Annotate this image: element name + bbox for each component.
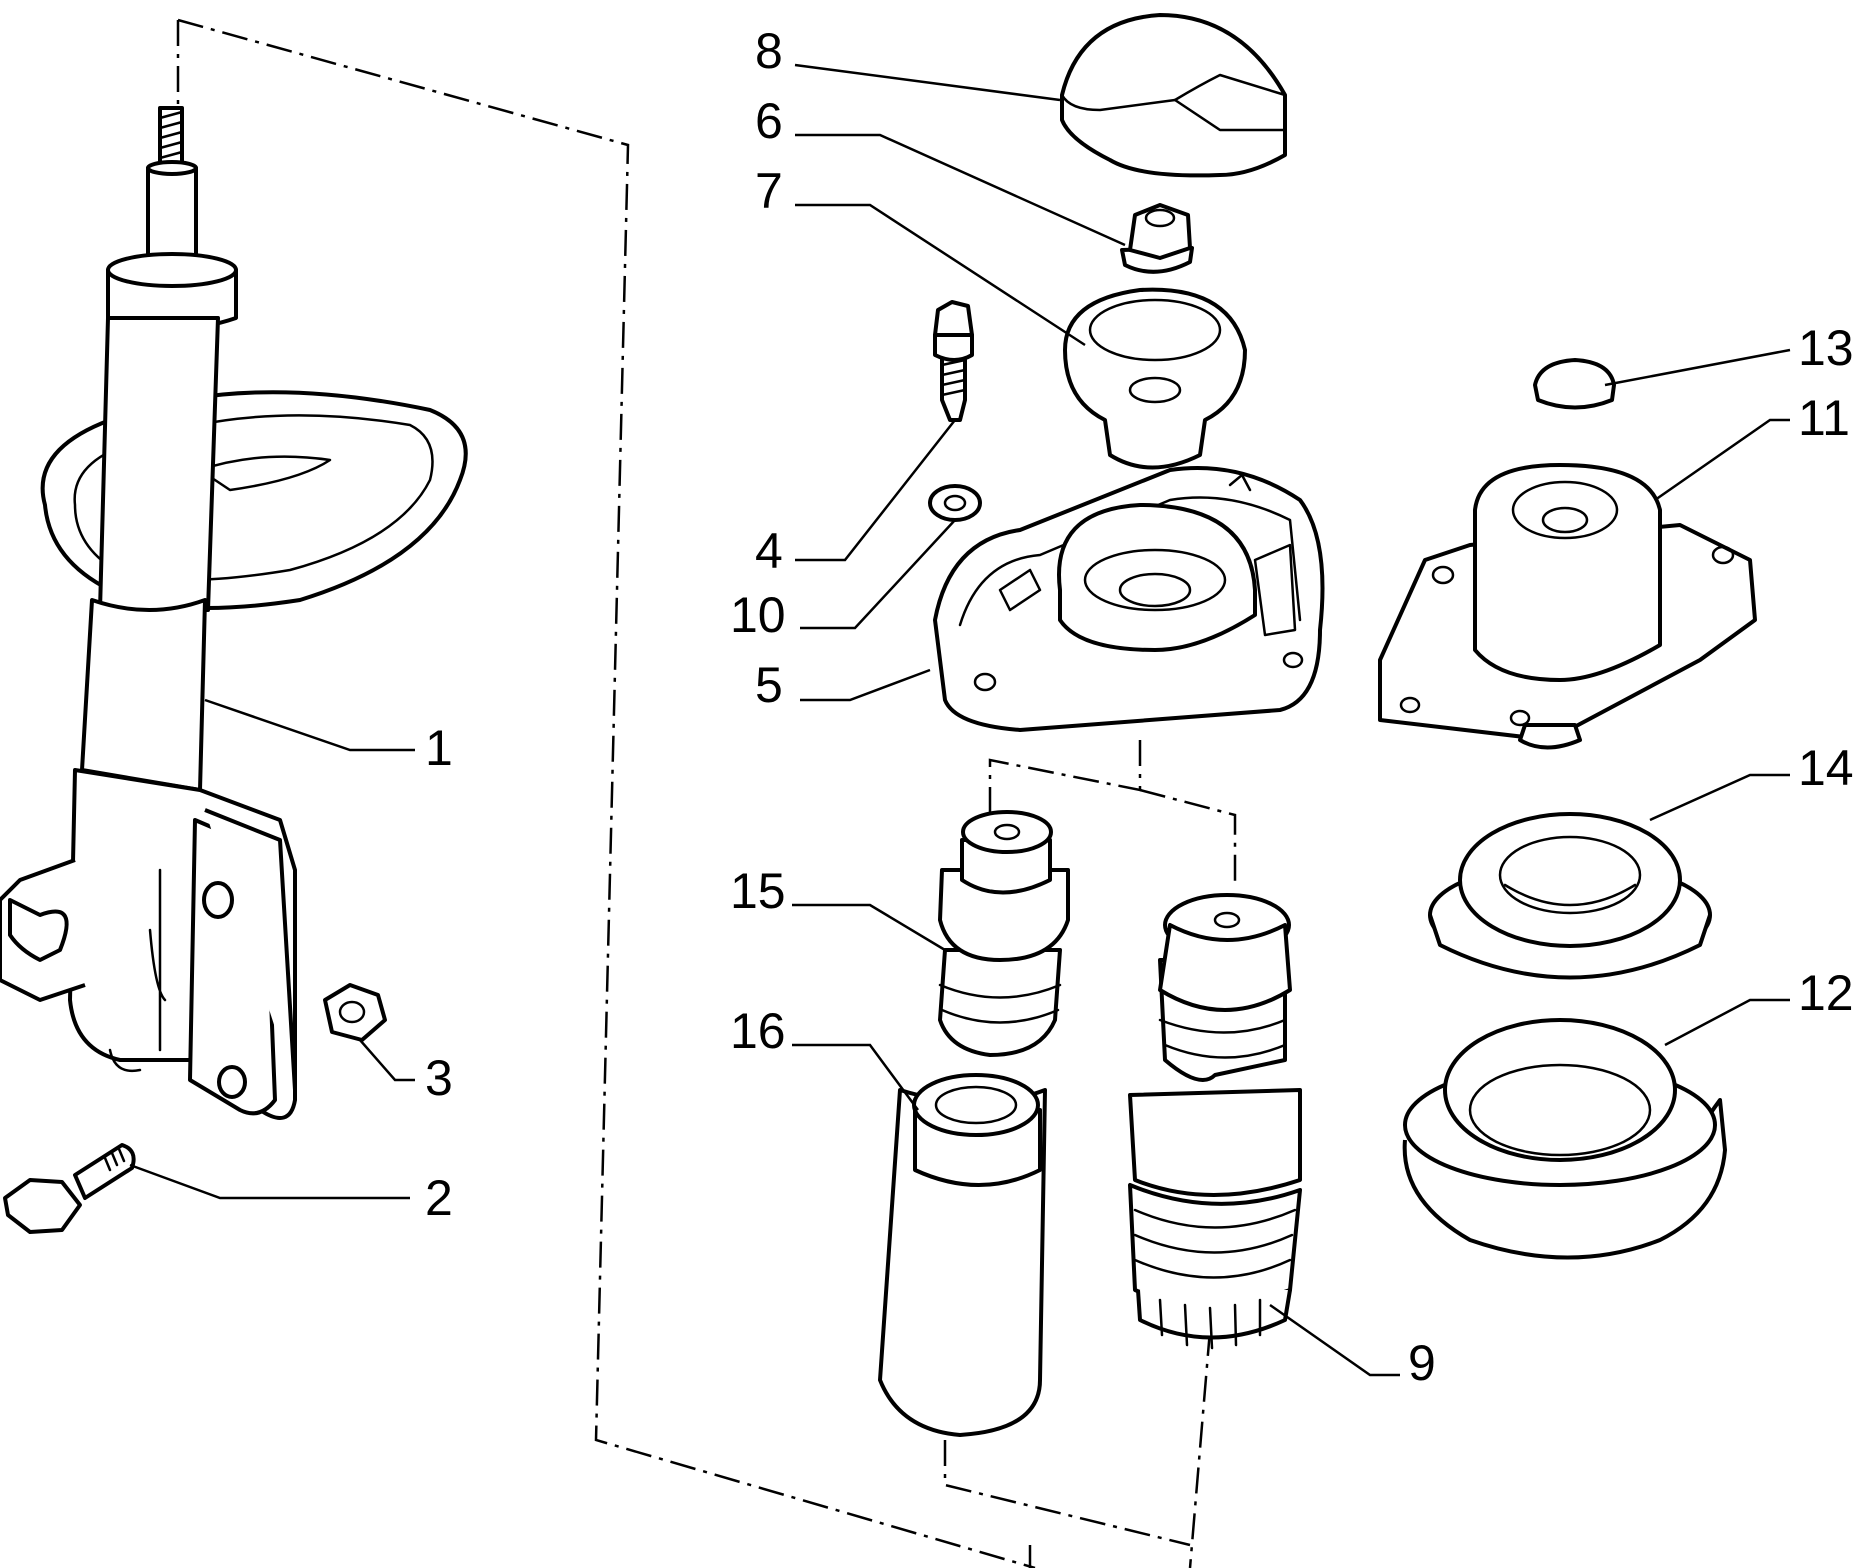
callout-3: 3 <box>425 1050 453 1106</box>
nut-part-3 <box>323 983 387 1042</box>
bump-stop-part-15 <box>938 810 1070 1057</box>
upper-mount-part-5 <box>933 466 1325 732</box>
shock-absorber-strut <box>0 106 468 1120</box>
dust-cover-part-9 <box>1128 893 1302 1350</box>
callout-9: 9 <box>1408 1335 1436 1391</box>
callout-14: 14 <box>1798 740 1854 796</box>
callout-13: 13 <box>1798 320 1854 376</box>
callout-4: 4 <box>755 523 783 579</box>
callout-labels: 1 2 3 8 6 7 4 10 5 13 11 14 12 15 16 9 <box>425 23 1854 1391</box>
flange-nut-part-6 <box>1120 203 1194 274</box>
callout-12: 12 <box>1798 965 1854 1021</box>
callout-7: 7 <box>755 163 783 219</box>
callout-11: 11 <box>1798 390 1850 446</box>
cup-seal-part-7 <box>1063 287 1247 470</box>
callout-8: 8 <box>755 23 783 79</box>
callout-15: 15 <box>730 863 786 919</box>
leader-lines <box>129 63 1791 1377</box>
callout-5: 5 <box>755 657 783 713</box>
washer-part-10 <box>928 484 982 522</box>
callout-2: 2 <box>425 1170 453 1226</box>
upper-mount-part-11 <box>1378 463 1757 750</box>
callout-16: 16 <box>730 1003 786 1059</box>
callout-10: 10 <box>730 587 786 643</box>
callout-1: 1 <box>425 720 453 776</box>
bearing-part-14 <box>1428 812 1712 980</box>
top-cap-part-8 <box>1060 13 1287 178</box>
assembly-guide-lines <box>176 18 1237 1568</box>
seat-ring-part-12 <box>1402 1018 1727 1260</box>
bolt-part-4 <box>933 300 974 422</box>
small-cap-part-13 <box>1533 358 1616 410</box>
callout-6: 6 <box>755 93 783 149</box>
boot-part-16 <box>878 1073 1047 1437</box>
bolt-part-2 <box>3 1143 136 1234</box>
